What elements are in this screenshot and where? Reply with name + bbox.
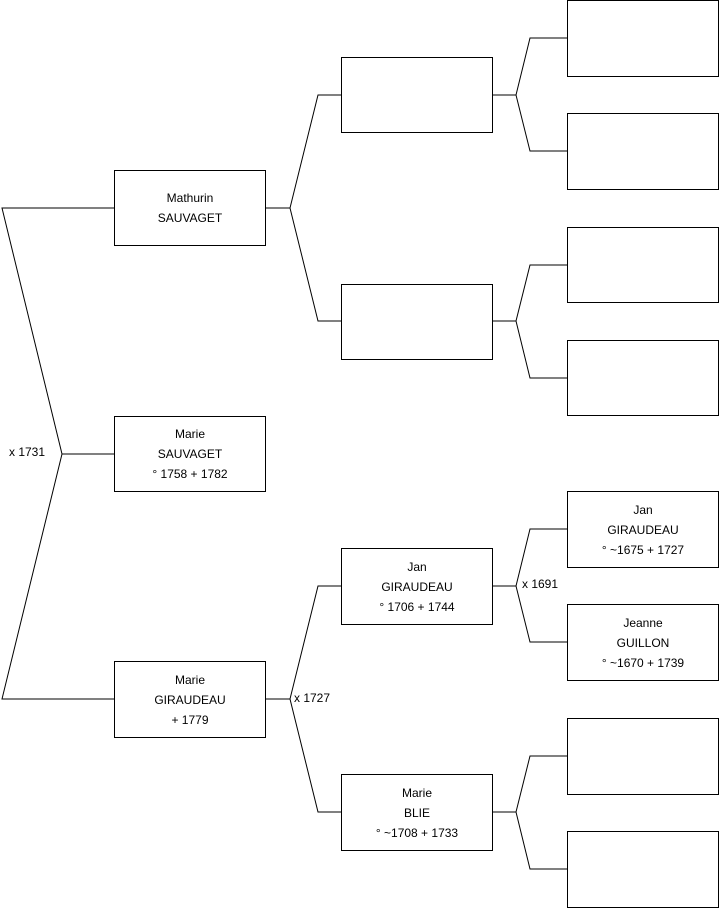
person-first-name: Jeanne	[623, 615, 663, 630]
person-first-name: Marie	[174, 427, 205, 441]
person-first-name: Marie	[174, 672, 205, 687]
person-box-empty-ggp-2[interactable]	[567, 113, 719, 190]
person-first-name: Mathurin	[166, 191, 214, 205]
person-first-name: Marie	[401, 785, 432, 800]
person-box-empty-ggp-3[interactable]	[567, 227, 719, 303]
person-surname: GUILLON	[616, 635, 670, 650]
person-first-name: Jan	[633, 502, 653, 517]
person-surname: BLIE	[403, 805, 430, 820]
person-dates: ° 1758 + 1782	[152, 467, 228, 481]
person-box-mathurin-sauvaget[interactable]: Mathurin SAUVAGET	[114, 170, 266, 246]
person-dates: + 1779	[171, 712, 209, 727]
marriage-label-maternal-grandparents: x 1727	[294, 691, 331, 705]
person-box-empty-ggp-4[interactable]	[567, 340, 719, 416]
person-surname: SAUVAGET	[157, 447, 223, 461]
person-box-marie-sauvaget[interactable]: Marie SAUVAGET ° 1758 + 1782	[114, 416, 266, 492]
person-box-marie-blie[interactable]: Marie BLIE ° ~1708 + 1733	[341, 774, 493, 851]
person-dates: ° ~1670 + 1739	[601, 655, 685, 670]
person-dates: ° ~1675 + 1727	[601, 542, 685, 557]
person-box-empty-paternal-grandmother[interactable]	[341, 284, 493, 360]
person-box-empty-ggp-1[interactable]	[567, 0, 719, 77]
person-box-empty-paternal-grandfather[interactable]	[341, 57, 493, 133]
person-surname: GIRAUDEAU	[381, 579, 453, 594]
person-first-name: Jan	[407, 559, 427, 574]
person-surname: GIRAUDEAU	[154, 692, 226, 707]
person-box-jeanne-guillon[interactable]: Jeanne GUILLON ° ~1670 + 1739	[567, 604, 719, 681]
person-box-empty-ggp-8[interactable]	[567, 831, 719, 908]
marriage-label-parents: x 1731	[9, 445, 46, 459]
marriage-label-jan-giraudeau-parents: x 1691	[522, 577, 559, 591]
person-dates: ° 1706 + 1744	[379, 599, 455, 614]
person-dates: ° ~1708 + 1733	[375, 825, 459, 840]
person-surname: SAUVAGET	[157, 211, 223, 225]
person-box-jan-giraudeau-1706[interactable]: Jan GIRAUDEAU ° 1706 + 1744	[341, 548, 493, 625]
person-box-marie-giraudeau[interactable]: Marie GIRAUDEAU + 1779	[114, 661, 266, 738]
person-box-jan-giraudeau-1675[interactable]: Jan GIRAUDEAU ° ~1675 + 1727	[567, 491, 719, 568]
person-surname: GIRAUDEAU	[607, 522, 679, 537]
person-box-empty-ggp-7[interactable]	[567, 718, 719, 795]
